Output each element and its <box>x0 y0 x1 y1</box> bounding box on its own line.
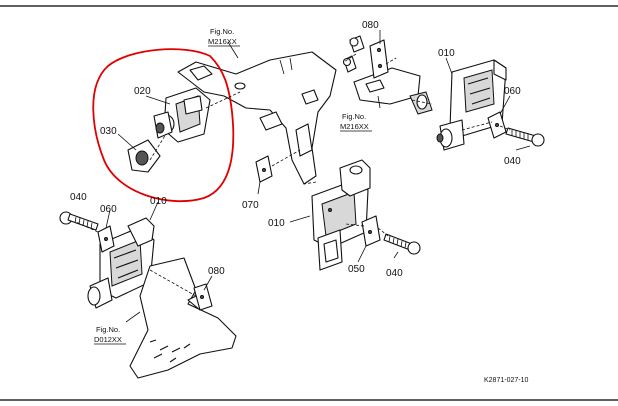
figref-right-line2: M216XX <box>340 122 369 131</box>
figref-right-line1: Fig.No. <box>342 112 366 121</box>
callout-040-center: 040 <box>386 268 403 279</box>
callout-070: 070 <box>242 200 259 211</box>
clip-060-top <box>487 111 507 139</box>
bolt-040-top <box>505 127 545 147</box>
bracket-studs <box>342 35 365 73</box>
diagram-code: K2871-027-10 <box>484 377 528 384</box>
callout-020: 020 <box>134 86 151 97</box>
figref-top-line2: M216XX <box>208 37 237 46</box>
callout-040-left: 040 <box>70 192 87 203</box>
figref-top-line1: Fig.No. <box>210 27 234 36</box>
callout-080-left: 080 <box>208 266 225 277</box>
callout-030: 030 <box>100 126 117 137</box>
figref-bottom-line1: Fig.No. <box>96 325 120 334</box>
right-mounting-plate <box>353 67 433 115</box>
callout-010-center: 010 <box>268 218 285 229</box>
callout-060-left: 060 <box>100 204 117 215</box>
clip-070 <box>255 155 273 183</box>
callout-040-top: 040 <box>504 156 521 167</box>
switch-020-assembly <box>153 87 211 143</box>
leader-lines <box>75 30 531 323</box>
bolt-040-left <box>59 211 99 231</box>
clip-080-top <box>369 39 389 79</box>
switch-010-center <box>311 159 371 271</box>
washer-030 <box>127 139 161 173</box>
figref-bottom-line2: D012XX <box>94 335 122 344</box>
callout-010-left: 010 <box>150 196 167 207</box>
callout-080-top: 080 <box>362 20 379 31</box>
callout-010-top: 010 <box>438 48 455 59</box>
bolt-040-center <box>383 233 421 255</box>
highlight-outline <box>92 48 235 202</box>
callout-060-top: 060 <box>504 86 521 97</box>
main-bracket <box>177 51 337 185</box>
callout-050: 050 <box>348 264 365 275</box>
clip-050 <box>361 215 381 247</box>
clip-080-left <box>193 283 213 311</box>
